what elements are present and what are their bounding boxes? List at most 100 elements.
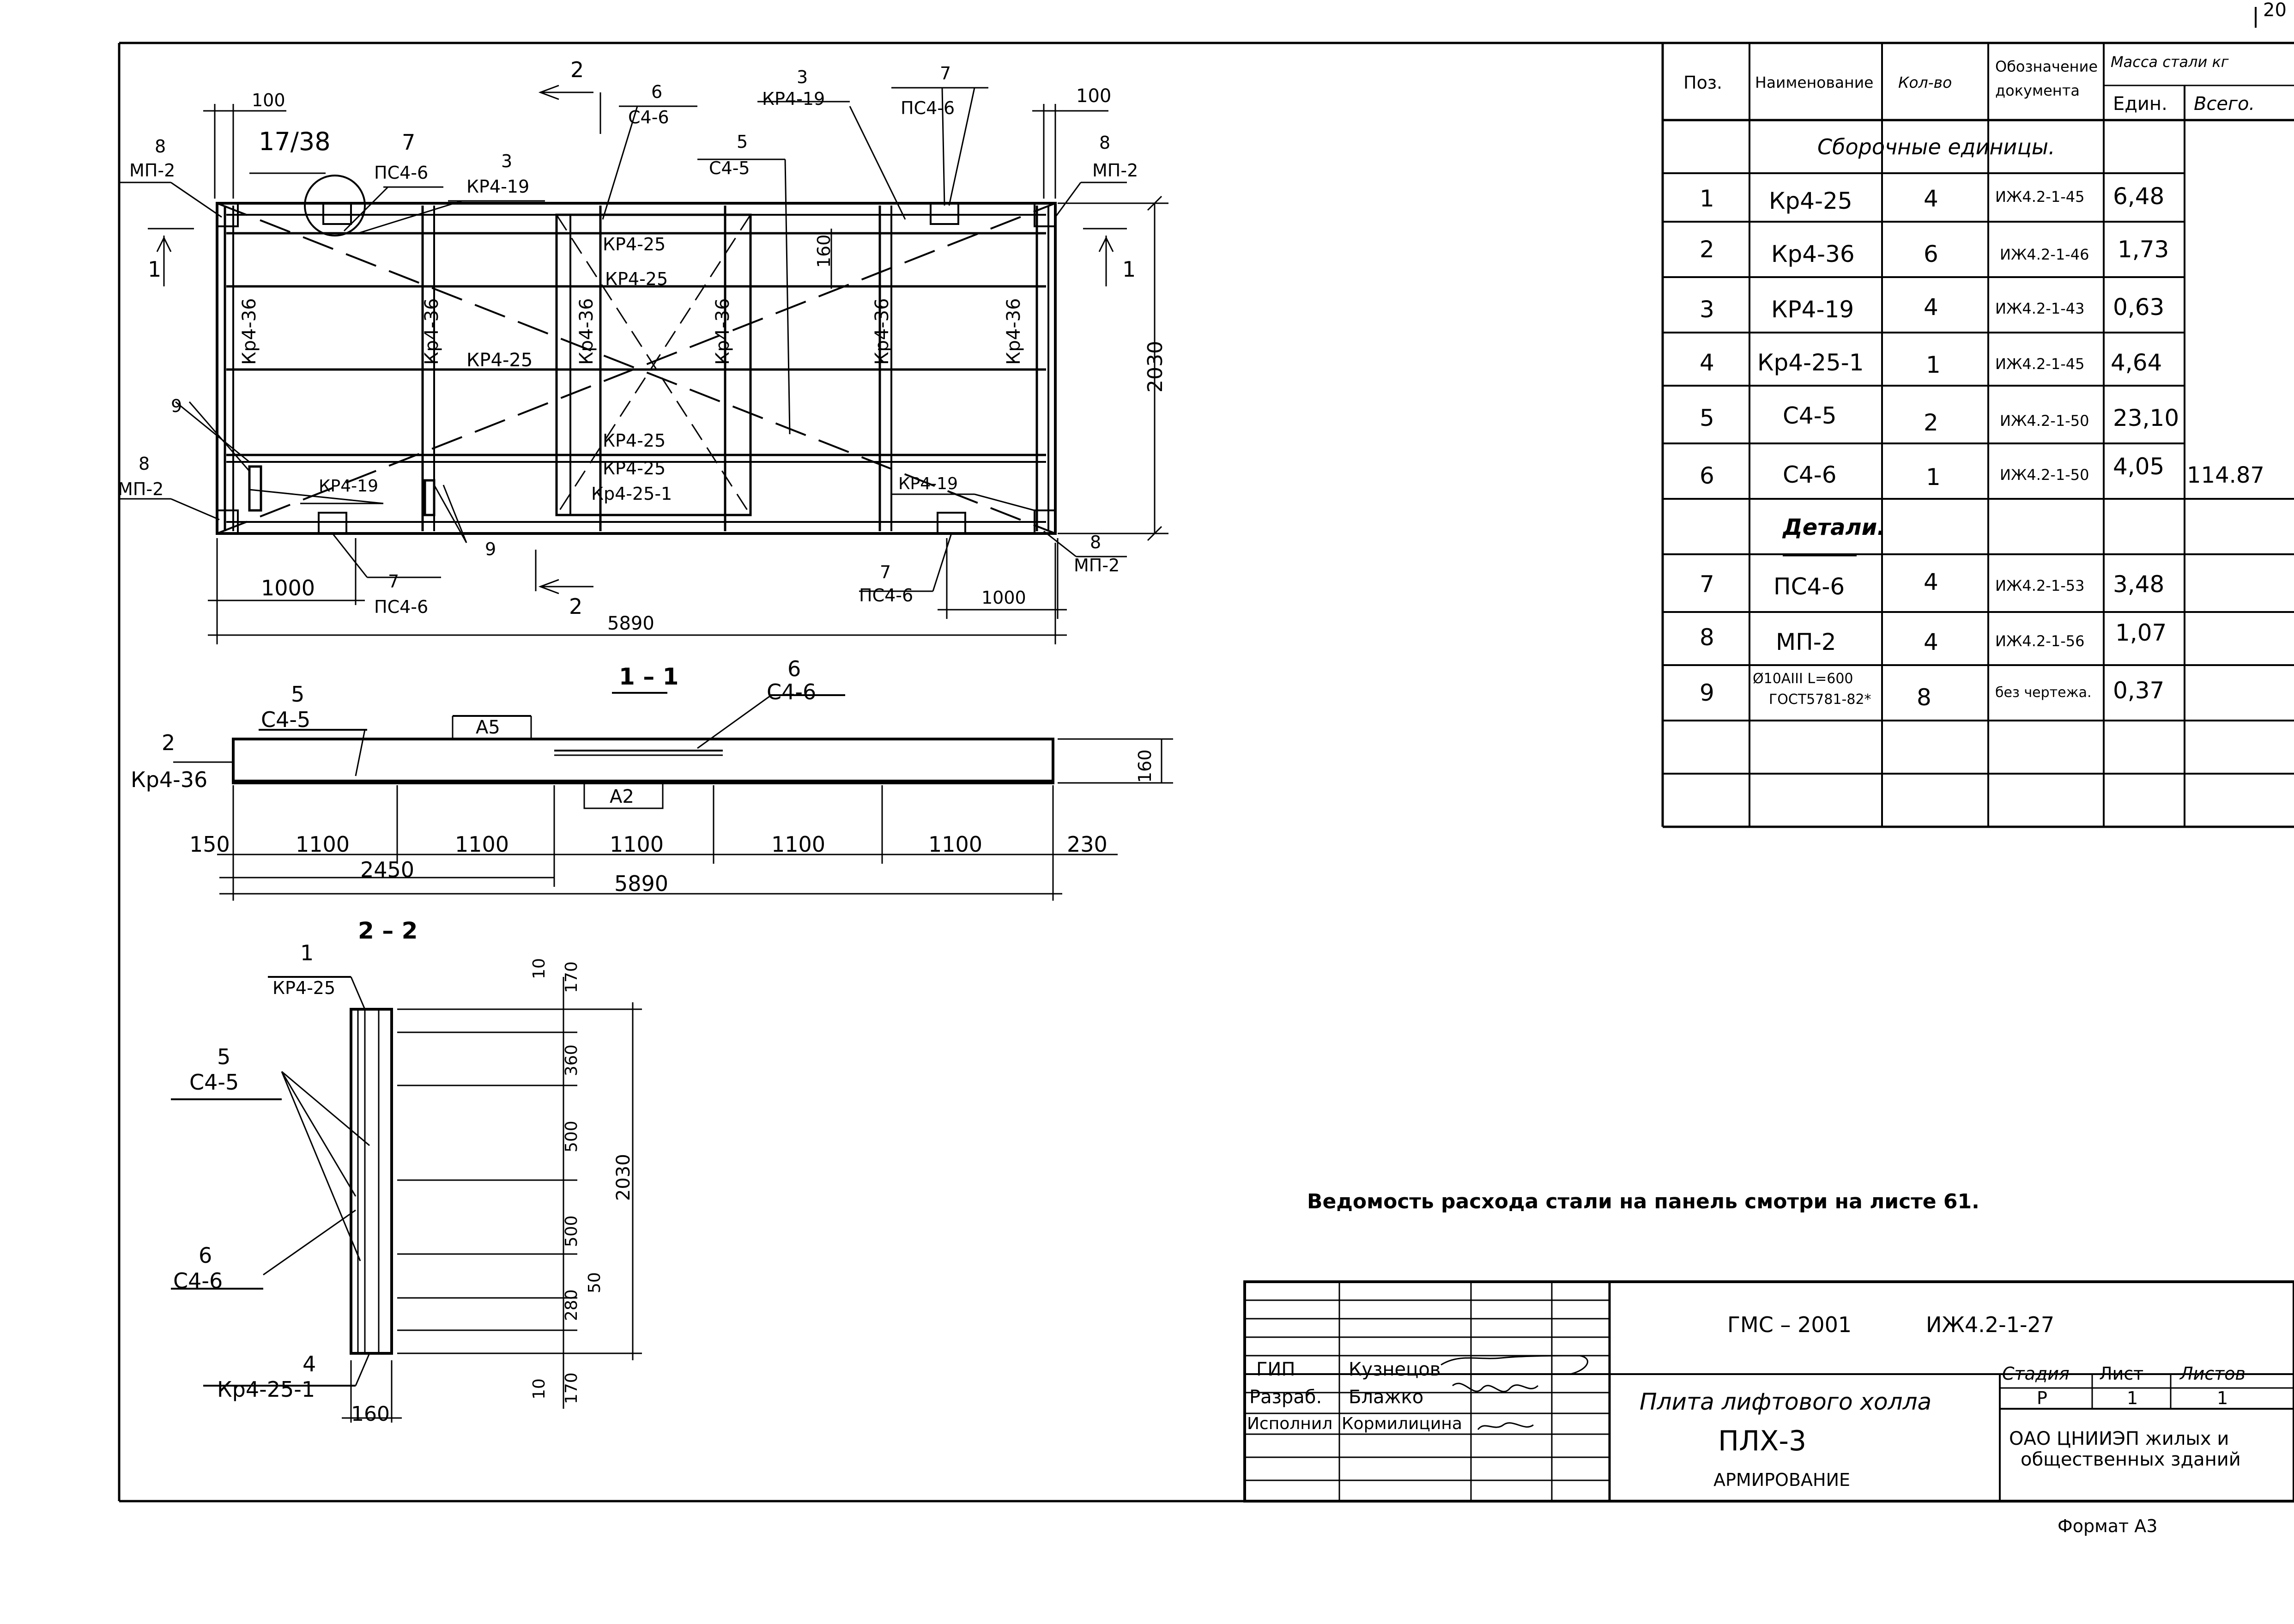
cell-qty: 1 [1926,351,1941,378]
cell-unit: 1,07 [2115,619,2167,646]
pos-9-left: 9 [171,396,182,416]
pos-7-bottom-left: 7 [388,571,399,592]
pos-7-top-left: 7 [402,130,416,155]
spec-table-grid [1661,43,2294,828]
cell-pos: 5 [1700,405,1714,431]
s22-d500b: 500 [562,1215,581,1247]
label-kr425-d: КР4-25 [603,430,666,451]
pos-6: 6 [651,82,663,102]
pos-5: 5 [737,132,748,152]
cell-doc: ИЖ4.2-1-50 [2000,466,2089,484]
s11-d1100b: 1100 [455,832,509,857]
s22-pos1: 1 [300,940,314,965]
label-kr425-e: КР4-25 [603,458,666,479]
cell-unit: 0,37 [2113,677,2165,704]
cell-doc: ИЖ4.2-1-45 [1995,188,2085,206]
tb-name-exec: Кормилицина [1342,1414,1462,1433]
tb-title-1: Плита лифтового холла [1640,1388,1932,1415]
s22-d50: 50 [585,1272,604,1293]
s22-d2030: 2030 [613,1154,634,1201]
cell-doc: ИЖ4.2-1-53 [1995,577,2085,594]
section-2-2 [171,976,642,1423]
label-kr436-6: Кр4-36 [1003,298,1024,365]
format-label: Формат А3 [2058,1516,2158,1536]
tb-h-sheet: Лист [2099,1363,2144,1384]
s11-c45: С4-5 [261,707,311,732]
label-pc46-bottom-right: ПС4-6 [859,585,914,606]
group-details: Детали. [1783,515,1886,540]
cell-pos: 4 [1700,349,1714,376]
group-assembly: Сборочные единицы. [1817,134,2055,159]
label-kr419-bottom-left: КР4-19 [319,477,378,496]
cell-name-line1: Ø10АIII L=600 [1753,671,1853,687]
cell-qty: 4 [1924,629,1938,655]
s11-pos5: 5 [291,682,305,707]
cell-unit: 23,10 [2113,405,2179,431]
s11-kr436: Кр4-36 [131,767,208,792]
tb-org-1: ОАО ЦНИИЭП жилых и [2009,1428,2229,1449]
s22-w160: 160 [351,1402,390,1426]
s11-d150: 150 [189,832,230,857]
cell-pos: 3 [1700,296,1714,323]
cell-pos: 1 [1700,185,1714,212]
cell-pos: 2 [1700,236,1714,263]
th-pos: Поз. [1683,73,1723,93]
tb-stage: Р [2037,1388,2047,1408]
label-kr419-left: КР4-19 [466,176,530,197]
th-doc-1: Обозначение [1995,58,2098,75]
signature-kormilitsina [1477,1422,1534,1430]
label-kr436-2: Кр4-36 [421,298,442,365]
tb-sheets: 1 [2217,1388,2228,1408]
th-mass: Масса стали кг [2111,53,2229,71]
cell-pos: 6 [1700,462,1714,489]
s11-d1100a: 1100 [296,832,350,857]
s11-a5: А5 [476,717,500,738]
dim-5890-plan: 5890 [607,613,654,634]
label-pc46-top-left: ПС4-6 [374,163,429,183]
s22-d10a: 10 [530,958,549,979]
tb-name-gip: Кузнецов [1349,1359,1441,1380]
cell-doc: ИЖ4.2-1-45 [1995,355,2085,373]
dim-160-plan: 160 [814,234,834,268]
th-total: Всего. [2194,93,2255,115]
s11-d1100c: 1100 [610,832,664,857]
dim-2030-plan: 2030 [1144,341,1167,393]
dim-1000-left: 1000 [261,576,315,600]
s11-pos2: 2 [162,730,176,755]
s11-a2: А2 [610,786,634,807]
label-kr425-a: КР4-25 [603,234,666,255]
cell-unit: 1,73 [2118,236,2169,263]
s22-kr425: КР4-25 [272,978,336,998]
cell-doc: ИЖ4.2-1-46 [2000,246,2089,263]
pos-7-top-right: 7 [940,63,951,84]
tb-title-3: АРМИРОВАНИЕ [1713,1470,1851,1490]
cell-name: Кр4-25-1 [1757,349,1864,376]
section-mark-2-bottom: 2 [569,594,583,619]
tb-role-gip: ГИП [1256,1359,1295,1380]
label-mp2-bottom-left: МП-2 [118,479,164,499]
pos-8-bottom-left: 8 [139,454,150,474]
section-mark-1-right: 1 [1122,257,1136,282]
label-pc46-top-right: ПС4-6 [901,98,955,118]
plan-leaders [120,85,1168,644]
s11-c46: С4-6 [767,679,817,704]
tb-title-2: ПЛХ-3 [1718,1425,1807,1457]
tb-h-sheets: Листов [2180,1363,2246,1384]
s22-pos4: 4 [303,1351,316,1376]
s22-c46: С4-6 [173,1268,223,1293]
label-kr425-b: КР4-25 [605,269,668,289]
s11-d2450: 2450 [360,857,415,882]
s22-pos6: 6 [199,1243,212,1268]
th-unit: Един. [2113,93,2167,115]
tb-doc-no: ИЖ4.2-1-27 [1926,1312,2055,1337]
cell-doc: ИЖ4.2-1-50 [2000,412,2089,430]
s11-h160: 160 [1135,749,1155,783]
s11-d5890: 5890 [614,871,669,896]
pos-8-top-right: 8 [1099,133,1111,153]
s11-d1100e: 1100 [928,832,983,857]
s22-kr4251: Кр4-25-1 [217,1377,315,1402]
tb-code: ГМС – 2001 [1727,1312,1852,1337]
label-mp2-bottom-right: МП-2 [1074,555,1120,576]
section-title-2-2: 2 – 2 [358,917,418,944]
